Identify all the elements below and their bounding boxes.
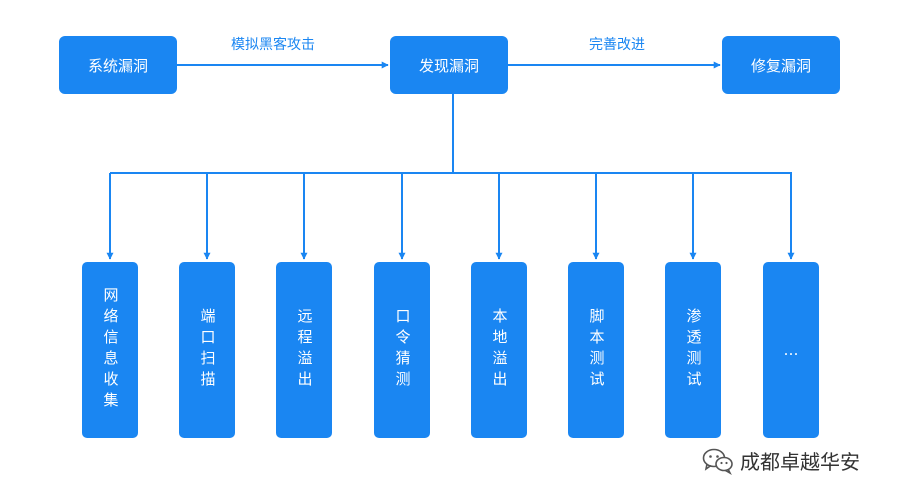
method-more: …: [763, 262, 819, 438]
method-label: …: [783, 340, 799, 359]
method-info-gathering: 网络信息收集: [82, 262, 138, 438]
method-local-overflow: 本地溢出: [471, 262, 527, 438]
edge-label-improve: 完善改进: [589, 37, 645, 53]
watermark-text: 成都卓越华安: [740, 450, 860, 474]
method-penetration-test: 渗透测试: [665, 262, 721, 438]
method-password-guess: 口令猜测: [374, 262, 430, 438]
method-label: 端口扫描: [198, 308, 217, 392]
node-find-vuln: 发现漏洞: [390, 36, 508, 94]
method-label: 口令猜测: [393, 308, 412, 392]
method-label: 渗透测试: [684, 308, 703, 392]
edge-label-simulate-attack: 模拟黑客攻击: [231, 37, 315, 53]
node-fix-vuln: 修复漏洞: [722, 36, 840, 94]
method-label: 本地溢出: [490, 308, 509, 392]
branch-arrows: [106, 173, 795, 260]
wechat-icon: [702, 448, 733, 475]
method-port-scan: 端口扫描: [179, 262, 235, 438]
node-system-vuln: 系统漏洞: [59, 36, 177, 94]
method-label: 网络信息收集: [101, 287, 120, 413]
method-remote-overflow: 远程溢出: [276, 262, 332, 438]
method-label: 远程溢出: [295, 308, 314, 392]
method-script-test: 脚本测试: [568, 262, 624, 438]
method-label: 脚本测试: [587, 308, 606, 392]
watermark: 成都卓越华安: [702, 446, 860, 475]
